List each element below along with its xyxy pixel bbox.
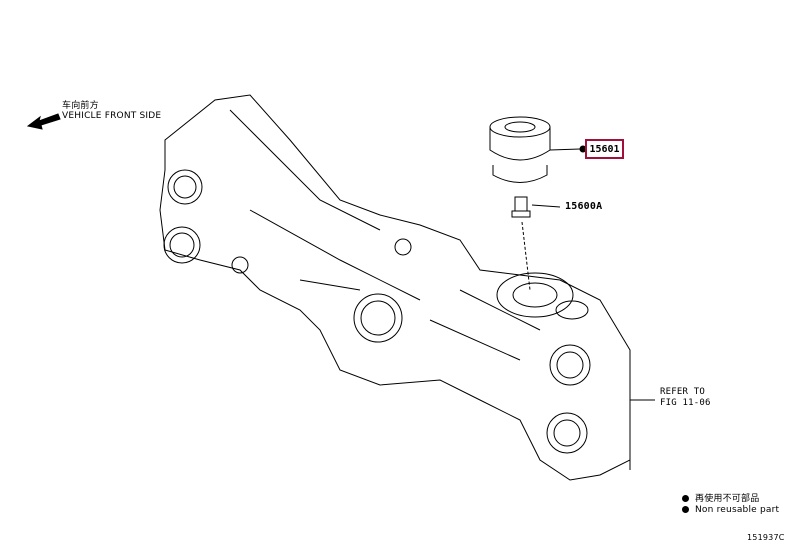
non-reusable-dot-icon <box>682 495 689 502</box>
oil-filter-15601 <box>489 116 551 183</box>
part-callout-15601[interactable]: 15601 <box>585 139 624 159</box>
front-arrow-icon <box>26 113 61 130</box>
timing-cover <box>159 94 631 481</box>
refer-line1: REFER TO <box>660 387 705 397</box>
legend-en: Non reusable part <box>682 505 779 515</box>
refer-line2[interactable]: FIG 11-06 <box>660 398 711 408</box>
direction-label-cn: 车向前方 <box>62 101 99 111</box>
figure-code: 151937C <box>747 533 785 542</box>
legend-cn: 再使用不可部品 <box>682 491 759 504</box>
stud-15600A <box>511 196 531 291</box>
non-reusable-dot-icon <box>682 506 689 513</box>
direction-label-en: VEHICLE FRONT SIDE <box>62 111 162 121</box>
legend-cn-text: 再使用不可部品 <box>695 494 760 504</box>
legend-en-text: Non reusable part <box>695 505 780 515</box>
part-callout-15600a[interactable]: 15600A <box>565 201 603 212</box>
